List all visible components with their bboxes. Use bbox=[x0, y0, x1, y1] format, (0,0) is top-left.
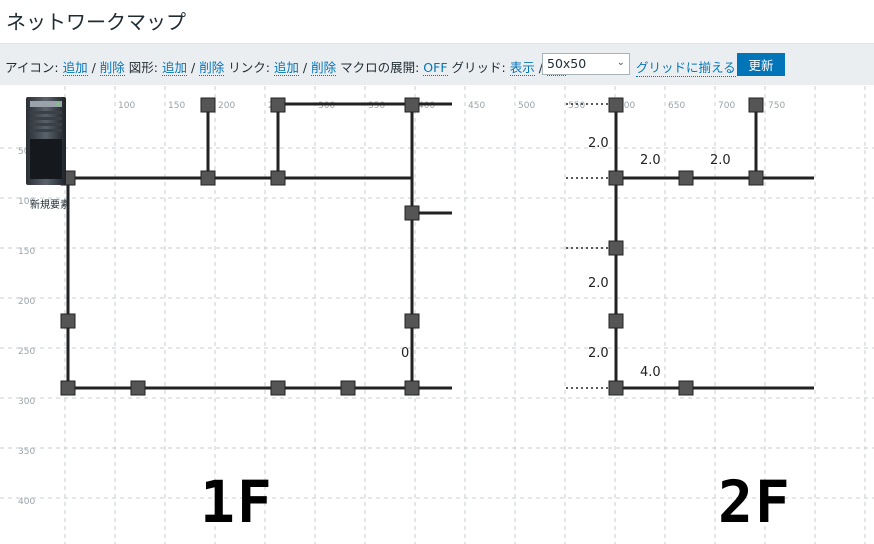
grid-label: グリッド: bbox=[451, 60, 506, 75]
macro-label: マクロの展開: bbox=[340, 60, 420, 75]
shape-label: 図形: bbox=[128, 60, 158, 75]
grid-y-tick: 150 bbox=[18, 247, 35, 257]
grid-y-tick: 350 bbox=[18, 447, 35, 457]
stray-mark: 0 bbox=[401, 346, 410, 361]
map-toolbar: アイコン: 追加 / 削除 図形: 追加 / 削除 リンク: 追加 / 削除 マ… bbox=[0, 43, 874, 85]
grid-x-tick: 500 bbox=[518, 101, 535, 111]
link-label: リンク: bbox=[228, 60, 270, 75]
grid-y-tick: 400 bbox=[18, 497, 35, 507]
floor1-label: 1F bbox=[200, 468, 274, 536]
separator: / bbox=[302, 60, 308, 75]
grid-y-tick: 100 bbox=[18, 197, 35, 207]
toolbar-row: アイコン: 追加 / 削除 図形: 追加 / 削除 リンク: 追加 / 削除 マ… bbox=[5, 57, 567, 76]
dimension-label: 2.0 bbox=[588, 346, 609, 361]
floor2-dim-lines bbox=[566, 103, 616, 389]
floor1-walls bbox=[66, 102, 452, 390]
grid-overlay: 1001502002503003504004505005506006507007… bbox=[0, 86, 874, 544]
separator: / bbox=[538, 60, 543, 75]
dimension-label: 4.0 bbox=[640, 365, 661, 380]
grid-x-tick: 200 bbox=[218, 101, 235, 111]
map-canvas[interactable]: 1001502002503003504004505005506006507007… bbox=[0, 86, 874, 544]
grid-size-value: 50x50 bbox=[547, 56, 587, 71]
grid-y-tick: 50 bbox=[18, 147, 30, 157]
element-label: 新規要素 bbox=[30, 200, 70, 211]
dimension-label: 2.0 bbox=[640, 153, 661, 168]
grid-x-tick: 750 bbox=[768, 101, 785, 111]
icon-remove-link[interactable]: 削除 bbox=[99, 60, 125, 76]
shape-add-link[interactable]: 追加 bbox=[161, 60, 187, 76]
macro-toggle[interactable]: OFF bbox=[423, 60, 448, 76]
grid-x-tick: 100 bbox=[118, 101, 135, 111]
grid-y-tick: 200 bbox=[18, 297, 35, 307]
link-remove-link[interactable]: 削除 bbox=[311, 60, 337, 76]
icon-label: アイコン: bbox=[5, 60, 59, 75]
server-element[interactable] bbox=[22, 95, 70, 190]
floor1-nodes bbox=[60, 97, 420, 396]
separator: / bbox=[190, 60, 196, 75]
grid-x-tick: 700 bbox=[718, 101, 735, 111]
separator: / bbox=[91, 60, 96, 75]
grid-x-tick: 350 bbox=[368, 101, 385, 111]
shape-remove-link[interactable]: 削除 bbox=[199, 60, 225, 76]
page-title: ネットワークマップ bbox=[6, 10, 186, 34]
floor2-nodes bbox=[608, 97, 764, 396]
grid-y-tick: 250 bbox=[18, 347, 35, 357]
grid-x-tick: 150 bbox=[168, 101, 185, 111]
chevron-down-icon: ⌄ bbox=[616, 57, 625, 68]
grid-y-tick: 300 bbox=[18, 397, 35, 407]
grid-x-tick: 400 bbox=[418, 101, 435, 111]
dimension-label: 2.0 bbox=[588, 276, 609, 291]
grid-x-tick: 450 bbox=[468, 101, 485, 111]
grid-x-tick: 300 bbox=[318, 101, 335, 111]
grid-size-select[interactable]: 50x50 ⌄ bbox=[542, 53, 630, 75]
link-add-link[interactable]: 追加 bbox=[273, 60, 299, 76]
align-to-grid-link[interactable]: グリッドに揃える bbox=[636, 57, 736, 77]
grid-x-tick: 650 bbox=[668, 101, 685, 111]
floor-plan-background bbox=[60, 97, 814, 396]
server-icon bbox=[26, 97, 66, 185]
icon-add-link[interactable]: 追加 bbox=[62, 60, 88, 76]
grid-lines bbox=[0, 86, 874, 544]
update-button[interactable]: 更新 bbox=[737, 53, 785, 76]
grid-x-tick: 600 bbox=[618, 101, 635, 111]
dimension-label: 2.0 bbox=[588, 136, 609, 151]
grid-x-tick: 550 bbox=[568, 101, 585, 111]
dimension-label: 2.0 bbox=[710, 153, 731, 168]
floor2-walls bbox=[614, 104, 814, 390]
floor2-label: 2F bbox=[718, 468, 792, 536]
grid-show-link[interactable]: 表示 bbox=[509, 60, 535, 76]
